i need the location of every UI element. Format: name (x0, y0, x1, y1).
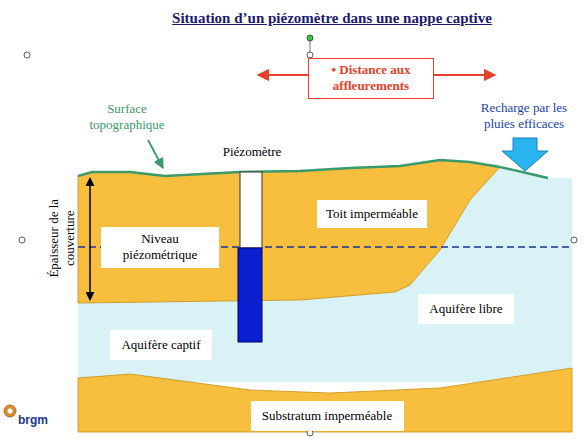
logo-text: brgm (18, 413, 48, 428)
handle-dot (24, 52, 30, 58)
distance-box: • Distance aux affleurements (308, 58, 434, 99)
layer-label-box: Toit imperméable (317, 200, 427, 228)
node-text: Aquifère captif (121, 337, 200, 353)
piezometer-water (238, 248, 262, 342)
piezometer-label: Piézomètre (223, 144, 281, 160)
ground-surface (78, 160, 548, 178)
piezometer-tube (240, 172, 262, 248)
thickness-arrow (89, 178, 91, 300)
node-text: Aquifère libre (429, 301, 502, 317)
node-text: Substratum imperméable (262, 408, 392, 424)
thickness-label: Épaisseur de la couverture (46, 182, 79, 294)
recharge-arrow (502, 138, 548, 171)
layer-label-box: Aquifère libre (418, 294, 514, 324)
node-text: Niveau piézométrique (108, 231, 212, 262)
impermeable-cover (78, 160, 500, 303)
handle-dot (19, 237, 25, 243)
recharge-label: Recharge par les pluies efficaces (472, 100, 576, 133)
surface-label: Surface topographique (79, 101, 175, 134)
substratum-layer (78, 368, 572, 432)
node-text: Toit imperméable (326, 206, 418, 222)
surface-leader (148, 140, 163, 168)
logo-mark (4, 405, 16, 417)
layer-label-box: Aquifère captif (110, 330, 212, 360)
node-text: • Distance aux affleurements (315, 62, 427, 93)
level-label-box: Niveau piézométrique (101, 227, 219, 268)
diagram-title: Situation d’un piézomètre dans une nappe… (172, 10, 492, 27)
handle-dot (307, 35, 313, 41)
logo-mark (8, 409, 13, 414)
layer-label-box: Substratum imperméable (251, 401, 404, 431)
handle-dot (571, 237, 577, 243)
